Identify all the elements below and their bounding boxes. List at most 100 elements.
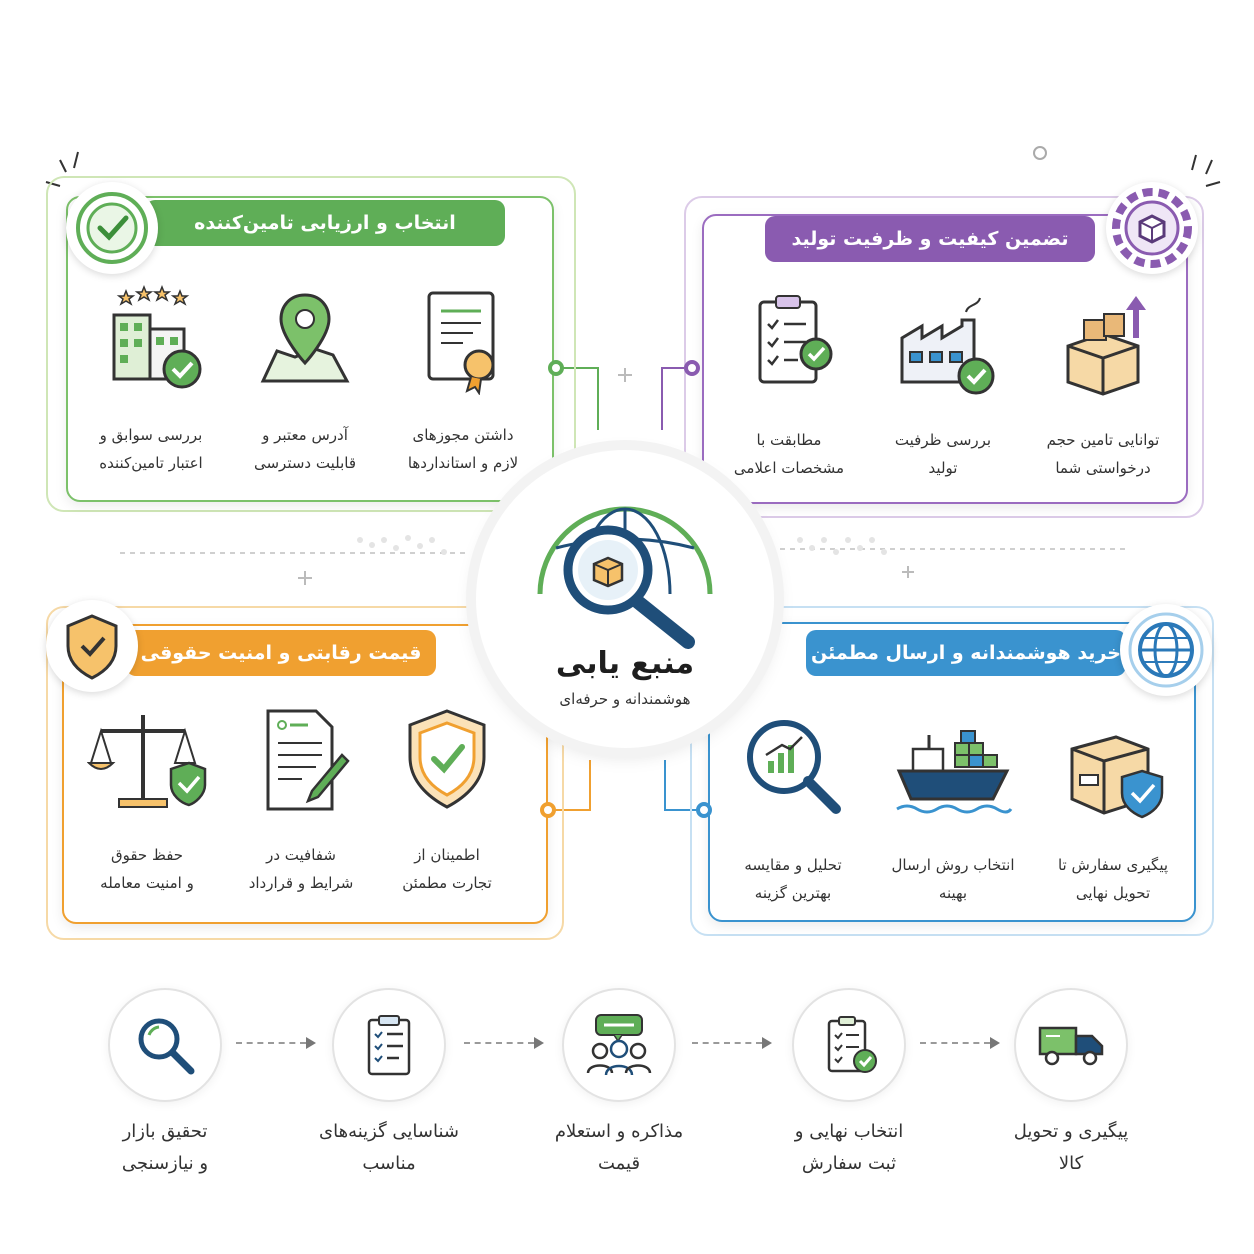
step-label: کالا <box>1058 1153 1084 1174</box>
flow-arrow <box>464 1037 544 1049</box>
quality-badge <box>1106 182 1198 274</box>
step-circle <box>1014 988 1128 1102</box>
step-circle <box>108 988 222 1102</box>
item-label: تجارت مطمئن <box>402 874 492 892</box>
item-label: درخواستی شما <box>1055 459 1151 477</box>
item-label: قابلیت دسترسی <box>253 454 357 472</box>
supplier-badge <box>66 182 158 274</box>
item-label: بهینه <box>938 884 968 902</box>
shipping-item-tracking: پیگیری سفارش تا تحویل نهایی <box>1038 715 1188 907</box>
center-subtitle: هوشمندانه و حرفه‌ای <box>559 690 691 708</box>
shipping-badge <box>1120 604 1212 696</box>
step-label: و نیازسنجی <box>121 1153 209 1174</box>
item-label: بررسی سوابق و <box>99 426 203 444</box>
supplier-item-address: آدرس معتبر و قابلیت دسترسی <box>230 285 380 477</box>
clipboard-list-icon <box>367 1015 411 1076</box>
supplier-item-history: بررسی سوابق و اعتبار تامین‌کننده <box>76 285 226 477</box>
item-label: مطابقت با <box>756 431 822 449</box>
item-label: داشتن مجوزهای <box>412 426 514 444</box>
item-label: لازم و استانداردها <box>407 454 519 472</box>
shield-check-icon <box>408 709 486 809</box>
shield-check-icon <box>66 614 118 680</box>
shipping-card-frame <box>690 606 1214 936</box>
item-label: و امنیت معامله <box>100 874 194 892</box>
certificate-icon <box>427 291 495 395</box>
contract-icon <box>266 709 350 811</box>
boxes-growth-icon <box>1066 296 1146 396</box>
step-label: ثبت سفارش <box>801 1153 897 1174</box>
step-negotiation: مذاکره و استعلام قیمت <box>524 988 714 1180</box>
step-circle <box>332 988 446 1102</box>
quality-item-volume: توانایی تامین حجم درخواستی شما <box>1028 290 1178 482</box>
analysis-icon <box>747 720 841 814</box>
flow-arrow <box>236 1037 316 1049</box>
step-label: شناسایی گزینه‌های <box>319 1121 459 1142</box>
item-label: انتخاب روش ارسال <box>891 856 1015 874</box>
supplier-card-frame <box>46 176 576 512</box>
supplier-title: انتخاب و ارزیابی تامین‌کننده <box>145 200 505 246</box>
step-market-research: تحقیق بازار و نیازسنجی <box>70 988 260 1180</box>
supplier-item-licenses: داشتن مجوزهای لازم و استانداردها <box>388 285 538 477</box>
globe-icon <box>1128 612 1204 688</box>
gear-box-icon <box>1112 188 1192 268</box>
item-label: اطمینان از <box>414 846 480 864</box>
shipping-title: خرید هوشمندانه و ارسال مطمئن <box>806 630 1126 676</box>
price-item-rights: حفظ حقوق و امنیت معامله <box>72 705 222 897</box>
item-label: اعتبار تامین‌کننده <box>99 454 203 472</box>
cargo-ship-icon <box>896 730 1013 814</box>
clipboard-check-icon <box>827 1016 877 1073</box>
item-label: حفظ حقوق <box>110 846 184 864</box>
step-final-selection: انتخاب نهایی و ثبت سفارش <box>754 988 944 1180</box>
checklist-icon <box>758 295 833 384</box>
step-label: تحقیق بازار <box>122 1121 208 1142</box>
factory-icon <box>900 297 995 395</box>
shipping-item-method: انتخاب روش ارسال بهینه <box>878 715 1028 907</box>
item-label: تحلیل و مقایسه <box>744 856 842 874</box>
step-label: انتخاب نهایی و <box>794 1121 904 1142</box>
step-label: قیمت <box>597 1153 641 1174</box>
quality-title: تضمین کیفیت و ظرفیت تولید <box>765 216 1095 262</box>
item-label: پیگیری سفارش تا <box>1057 856 1169 874</box>
shipping-connector-node <box>696 802 712 818</box>
item-label: آدرس معتبر و <box>262 426 348 444</box>
step-label: مذاکره و استعلام <box>554 1121 684 1142</box>
globe-magnifier-icon <box>537 506 713 649</box>
scales-icon <box>87 715 207 808</box>
price-card-frame <box>46 606 564 940</box>
quality-connector-node <box>684 360 700 376</box>
item-label: تولید <box>928 459 958 477</box>
step-label: پیگیری و تحویل <box>1013 1121 1129 1142</box>
item-label: بررسی ظرفیت <box>894 431 992 449</box>
flow-arrow <box>920 1037 1000 1049</box>
item-label: توانایی تامین حجم <box>1046 431 1160 449</box>
building-rating-icon <box>112 285 202 389</box>
price-title: قیمت رقابتی و امنیت حقوقی <box>126 630 436 676</box>
shipping-item-analysis: تحلیل و مقایسه بهترین گزینه <box>718 715 868 907</box>
negotiation-icon <box>586 1014 652 1076</box>
item-label: شرایط و قرارداد <box>248 874 354 892</box>
map-pin-icon <box>260 293 350 383</box>
step-delivery: پیگیری و تحویل کالا <box>976 988 1166 1180</box>
item-label: مشخصات اعلامی <box>733 459 845 477</box>
flow-arrow <box>692 1037 772 1049</box>
truck-icon <box>1038 1026 1104 1066</box>
price-connector-node <box>540 802 556 818</box>
search-icon <box>138 1018 195 1075</box>
step-circle <box>562 988 676 1102</box>
box-shield-icon <box>1070 735 1164 819</box>
item-label: بهترین گزینه <box>754 884 832 902</box>
quality-item-specs: مطابقت با مشخصات اعلامی <box>714 290 864 482</box>
price-item-contract: شفافیت در شرایط و قرارداد <box>226 705 376 897</box>
item-label: تحویل نهایی <box>1075 884 1151 902</box>
quality-card-frame <box>684 196 1204 518</box>
price-badge <box>46 600 138 692</box>
supplier-connector-node <box>548 360 564 376</box>
item-label: شفافیت در <box>266 846 336 864</box>
check-circle-icon <box>76 192 148 264</box>
center-title: منبع یابی <box>555 646 695 681</box>
quality-item-capacity: بررسی ظرفیت تولید <box>868 290 1018 482</box>
step-circle <box>792 988 906 1102</box>
price-item-trust: اطمینان از تجارت مطمئن <box>372 705 522 897</box>
